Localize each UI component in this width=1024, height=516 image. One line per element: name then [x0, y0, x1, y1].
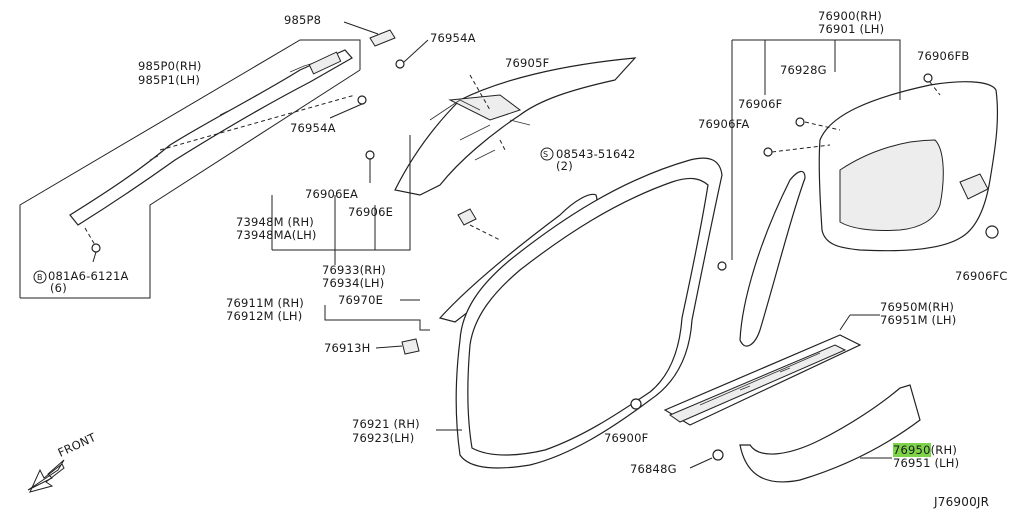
label-76906E: 76906E	[348, 205, 394, 219]
front-arrow	[27, 459, 65, 493]
label-76911M: 76911M (RH)	[226, 296, 304, 310]
circle-b-marker	[33, 270, 47, 284]
label-76906F: 76906F	[738, 97, 783, 111]
kick-plate	[663, 334, 862, 426]
label-76923: 76923(LH)	[352, 431, 415, 445]
label-76913H: 76913H	[324, 341, 371, 355]
pillar-trim-group-left	[19, 39, 361, 299]
circle-s-marker	[540, 147, 554, 161]
label-08543: 08543-51642	[556, 147, 636, 161]
label-76928G: 76928G	[780, 63, 827, 77]
label-73948MA: 73948MA(LH)	[236, 228, 317, 242]
label-76950M: 76950M(RH)	[880, 300, 955, 314]
label-76950-side: (RH)	[930, 443, 958, 457]
label-985P0: 985P0(RH)	[138, 59, 202, 73]
reference-code: J76900JR	[934, 495, 990, 509]
label-76912M: 76912M (LH)	[226, 309, 303, 323]
rear-quarter-trim	[818, 81, 999, 252]
highlight-76950: 76950	[893, 443, 931, 457]
label-76954A-mid: 76954A	[290, 121, 336, 135]
label-76951: 76951 (LH)	[893, 456, 960, 470]
label-76906FC: 76906FC	[955, 269, 1008, 283]
label-76954A-top: 76954A	[430, 31, 476, 45]
label-76906FA: 76906FA	[698, 117, 750, 131]
label-76905F: 76905F	[505, 56, 550, 70]
label-081A6: 081A6-6121A	[48, 269, 129, 283]
label-76951M: 76951M (LH)	[880, 313, 957, 327]
label-76933: 76933(RH)	[322, 263, 386, 277]
label-76950: 76950(RH)	[893, 443, 958, 457]
clip-985P8	[343, 21, 396, 47]
label-76906EA: 76906EA	[305, 187, 359, 201]
label-76901: 76901 (LH)	[818, 22, 885, 36]
sill-strip	[739, 384, 921, 483]
screw-76954A	[329, 39, 429, 119]
label-76900: 76900(RH)	[818, 9, 882, 23]
label-081A6-qty: (6)	[50, 281, 67, 295]
label-76921: 76921 (RH)	[352, 417, 420, 431]
label-76934: 76934(LH)	[322, 276, 385, 290]
label-73948M: 73948M (RH)	[236, 215, 314, 229]
label-76848G: 76848G	[630, 462, 677, 476]
label-circle-b: B	[37, 273, 43, 282]
weatherstrip-loop	[455, 157, 723, 469]
label-76900F: 76900F	[604, 431, 649, 445]
label-08543-qty: (2)	[556, 159, 573, 173]
label-985P1: 985P1(LH)	[138, 73, 201, 87]
label-985P8: 985P8	[284, 13, 322, 27]
label-circle-s: S	[543, 150, 549, 159]
label-76906FB: 76906FB	[917, 49, 970, 63]
center-pillar-trim	[394, 57, 637, 196]
label-76970E: 76970E	[338, 293, 384, 307]
